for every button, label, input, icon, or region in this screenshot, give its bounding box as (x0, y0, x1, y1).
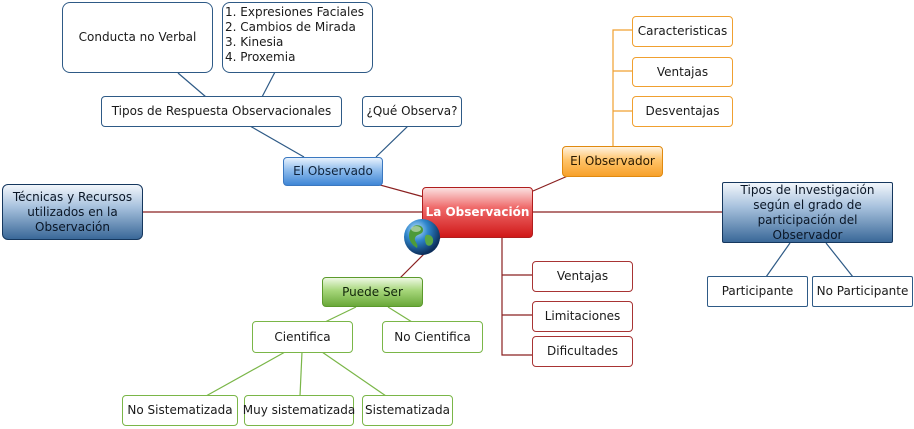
puede-ser-label: Puede Ser (342, 284, 403, 299)
que-observa-label: ¿Qué Observa? (366, 104, 458, 118)
observador-node[interactable]: El Observador (562, 146, 663, 177)
respuesta-item: 3. Kinesia (225, 35, 284, 49)
tipos-respuesta-node[interactable]: Tipos de Respuesta Observacionales (101, 96, 342, 127)
observado-label: El Observado (293, 164, 373, 178)
caracteristicas-node[interactable]: Caracteristicas (632, 16, 733, 47)
tecnicas-label: Técnicas y Recursos utilizados en la Obs… (12, 189, 133, 234)
respuesta-item: 1. Expresiones Faciales (225, 5, 365, 19)
desventajas-node[interactable]: Desventajas (632, 96, 733, 127)
cientifica-node[interactable]: Cientifica (252, 321, 353, 353)
observador-ventajas-label: Ventajas (656, 64, 709, 79)
respuesta-item: 4. Proxemia (225, 50, 296, 64)
no-participante-label: No Participante (816, 284, 909, 298)
observador-label: El Observador (570, 154, 655, 168)
desventajas-label: Desventajas (645, 104, 720, 118)
caracteristicas-label: Caracteristicas (637, 24, 728, 38)
dificultades-node[interactable]: Dificultades (532, 336, 633, 367)
sistematizada-node[interactable]: Sistematizada (362, 395, 453, 426)
observado-node[interactable]: El Observado (283, 157, 383, 186)
participante-node[interactable]: Participante (707, 276, 808, 307)
investigacion-label: Tipos de Investigación según el grado de… (740, 182, 875, 242)
no-cientifica-label: No Cientifica (394, 329, 471, 344)
ventajas-node[interactable]: Ventajas (532, 261, 633, 292)
conducta-label: Conducta no Verbal (78, 30, 197, 44)
dificultades-label: Dificultades (547, 344, 618, 358)
que-observa-node[interactable]: ¿Qué Observa? (362, 96, 462, 127)
tipos-respuesta-label: Tipos de Respuesta Observacionales (111, 104, 332, 118)
globe-icon (404, 219, 440, 255)
respuesta-item: 2. Cambios de Mirada (225, 20, 356, 34)
no-sistematizada-node[interactable]: No Sistematizada (122, 395, 238, 426)
respuestas-list-node[interactable]: 1. Expresiones Faciales 2. Cambios de Mi… (222, 2, 373, 73)
cientifica-label: Cientifica (274, 329, 331, 344)
ventajas-label: Ventajas (556, 269, 609, 283)
investigacion-node[interactable]: Tipos de Investigación según el grado de… (722, 182, 893, 243)
participante-label: Participante (721, 284, 794, 298)
central-node[interactable]: La Observación (422, 187, 533, 238)
observador-ventajas-node[interactable]: Ventajas (632, 57, 733, 87)
puede-ser-node[interactable]: Puede Ser (322, 277, 423, 307)
sistematizada-label: Sistematizada (365, 403, 450, 417)
limitaciones-label: Limitaciones (544, 309, 621, 323)
muy-sistematizada-label: Muy sistematizada (242, 403, 356, 417)
tecnicas-node[interactable]: Técnicas y Recursos utilizados en la Obs… (2, 184, 143, 240)
no-cientifica-node[interactable]: No Cientifica (382, 321, 483, 353)
limitaciones-node[interactable]: Limitaciones (532, 301, 633, 332)
no-sistematizada-label: No Sistematizada (127, 403, 233, 417)
no-participante-node[interactable]: No Participante (812, 276, 913, 307)
central-node-label: La Observación (425, 205, 530, 219)
conducta-node[interactable]: Conducta no Verbal (62, 2, 213, 73)
muy-sistematizada-node[interactable]: Muy sistematizada (242, 395, 356, 426)
